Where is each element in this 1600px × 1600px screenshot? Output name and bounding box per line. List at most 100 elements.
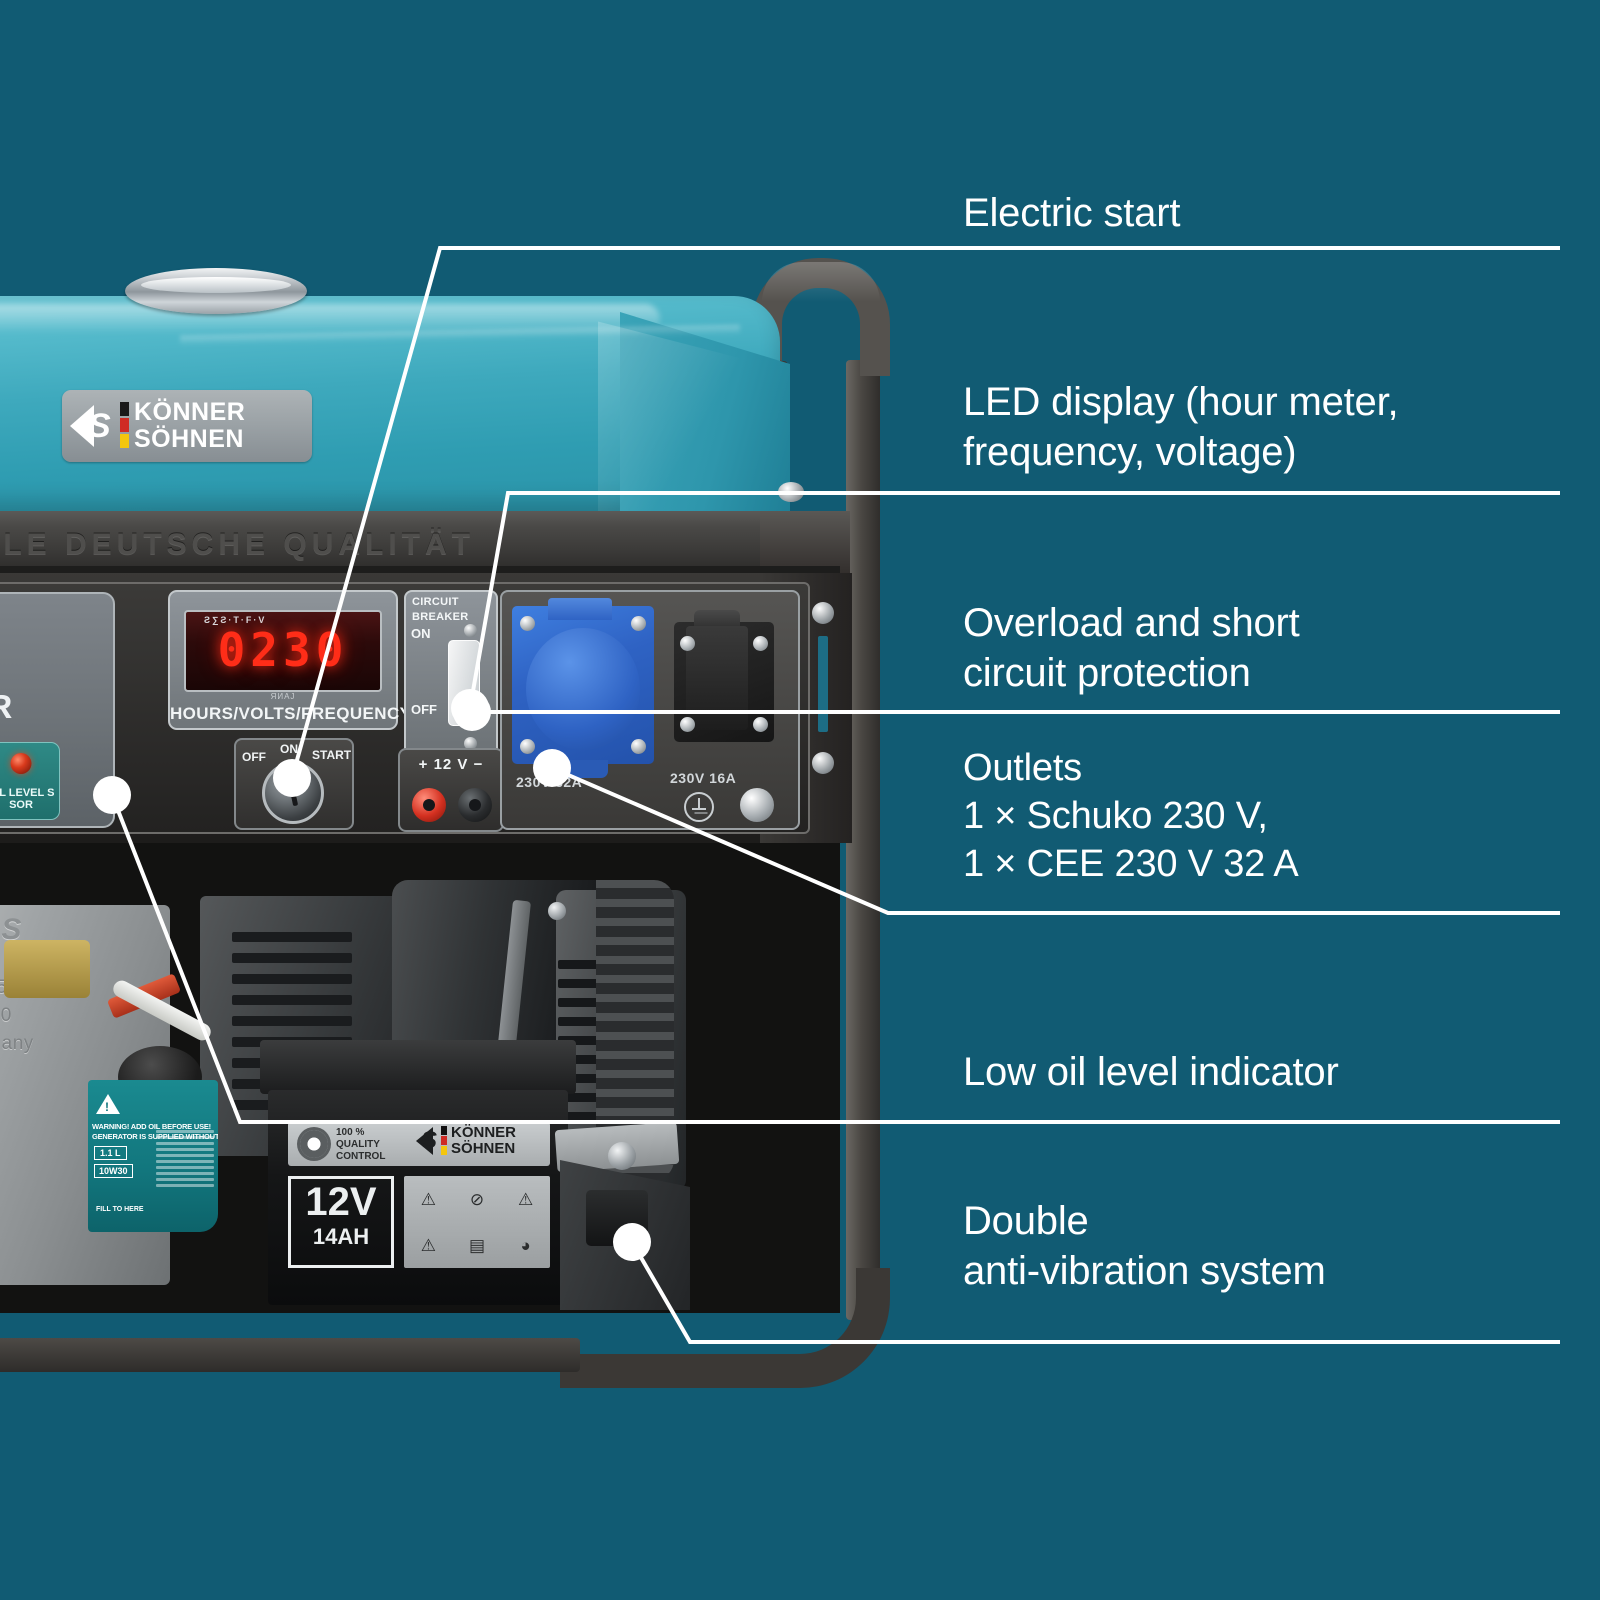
cee-socket[interactable]	[512, 598, 654, 778]
oil-warning-tag: WARNING! ADD OIL BEFORE USE! GENERATOR I…	[88, 1080, 218, 1232]
battery-rating: 12V 14AH	[288, 1176, 394, 1268]
battery-brand-line-1: KÖNNER	[451, 1124, 517, 1141]
dc-terminals-module[interactable]: + 12 V −	[398, 748, 504, 832]
brand-plate: S KÖNNER SÖHNEN	[62, 390, 312, 462]
screw-icon	[631, 739, 646, 754]
ignition-label-on: ON	[280, 742, 298, 756]
fuel-cap	[125, 268, 307, 314]
alternator-bolt	[548, 902, 566, 920]
callout-label-led-display: LED display (hour meter, frequency, volt…	[963, 380, 1399, 474]
oil-grade: 10W30	[94, 1164, 133, 1178]
oil-level-badge-text: OIL LEVEL S SOR	[0, 787, 55, 811]
oil-lamp-icon	[10, 753, 32, 774]
ground-terminal-screw[interactable]	[740, 788, 774, 822]
ignition-key-barrel[interactable]	[262, 762, 324, 824]
dc-terminal-negative[interactable]	[458, 788, 492, 822]
schuko-socket[interactable]	[674, 610, 774, 742]
eye-protection-icon: ◕	[520, 1235, 531, 1255]
screw-icon	[520, 616, 535, 631]
cee-socket-tab	[548, 598, 612, 620]
circuit-breaker-on-label: ON	[411, 626, 431, 641]
screw-icon	[631, 616, 646, 631]
screw-icon	[753, 717, 768, 732]
brand-line-2: SÖHNEN	[134, 425, 244, 453]
product-photo: S KÖNNER SÖHNEN ONELLE DEUTSCHE QUALITÄT…	[0, 0, 960, 1600]
frame-bottom-rail	[0, 1338, 580, 1372]
screw-icon	[520, 739, 535, 754]
keep-away-children-icon: ⚠	[518, 1189, 534, 1209]
screw-icon	[812, 602, 834, 624]
screw-icon	[753, 636, 768, 651]
engine-model: KS 390	[0, 1005, 13, 1026]
callout-label-overload: Overload and short circuit protection	[963, 601, 1300, 695]
screw-icon	[464, 624, 477, 637]
schuko-socket-label: 230V 16A	[670, 770, 737, 786]
tank-mount-bolt	[778, 482, 804, 502]
screw-icon	[812, 752, 834, 774]
brand-line-1: KÖNNER	[134, 398, 246, 426]
battery-brand-logo: S KÖNNER SÖHNEN	[416, 1125, 516, 1157]
battery-safety-icons: ⚠ ⊘ ⚠ ⚠ ▤ ◕	[404, 1176, 550, 1268]
circuit-breaker-label-1: CIRCUIT	[412, 596, 459, 608]
circuit-breaker-off-label: OFF	[411, 702, 437, 717]
battery-quality-text: 100 % QUALITY CONTROL	[336, 1127, 386, 1162]
read-manual-icon: ▤	[468, 1235, 486, 1255]
earth-ground-icon	[684, 792, 714, 822]
screw-icon	[680, 636, 695, 651]
dc-terminal-positive[interactable]	[412, 788, 446, 822]
no-flame-icon: ⊘	[469, 1189, 485, 1209]
oil-warning-line-1: WARNING! ADD OIL BEFORE USE!	[92, 1122, 211, 1131]
circuit-breaker-module[interactable]: CIRCUIT BREAKER ON OFF	[404, 590, 498, 765]
screw-icon	[680, 717, 695, 732]
callout-label-low-oil: Low oil level indicator	[963, 1050, 1339, 1094]
ignition-label-off: OFF	[242, 750, 266, 764]
led-display-module: Ƨ∑Ƨ·T·F·V 0230 ЯИAJ HOURS/VOLTS/FREQUENC…	[168, 590, 412, 730]
schuko-socket-lid[interactable]	[686, 626, 748, 730]
battery-top-cover	[260, 1040, 576, 1094]
led-bottom-legend: ЯИAJ	[270, 692, 296, 701]
battery-capacity: 14AH	[312, 1224, 370, 1249]
ignition-switch-module[interactable]: OFF ON START	[234, 738, 354, 830]
ignition-label-start: START	[312, 748, 352, 762]
battery-quality-label: 100 % QUALITY CONTROL S KÖNNER SÖHNEN	[288, 1122, 550, 1166]
led-display-value: 0230	[217, 622, 349, 677]
engine-ks-mark: K&S	[0, 913, 22, 946]
oil-level-badge: OIL LEVEL S SOR	[0, 742, 60, 820]
led-display-caption: HOURS/VOLTS/FREQUENCY	[170, 704, 412, 723]
anti-vibration-pad	[586, 1190, 648, 1246]
cee-socket-lid[interactable]	[526, 628, 640, 750]
frame-foot-curve	[560, 1268, 890, 1388]
led-top-legend: Ƨ∑Ƨ·T·F·V	[204, 615, 267, 625]
carry-handle-highlight	[762, 262, 880, 302]
callout-label-outlets: Outlets 1 × Schuko 230 V, 1 × CEE 230 V …	[963, 747, 1299, 885]
engine-origin: &S,Germany	[0, 1033, 34, 1054]
callout-label-electric-start: Electric start	[963, 191, 1181, 235]
brand-wordmark: KÖNNER SÖHNEN	[134, 399, 245, 453]
led-display-window: Ƨ∑Ƨ·T·F·V 0230	[184, 610, 382, 692]
oil-tag-fineprint	[156, 1130, 214, 1190]
explosion-icon: ⚠	[420, 1235, 436, 1255]
model-subtitle: RATOR	[0, 688, 13, 726]
oil-fill-note: FILL TO HERE	[96, 1206, 144, 1213]
engine-brass-fitting	[4, 940, 90, 998]
frame-emboss-text: ONELLE DEUTSCHE QUALITÄT	[0, 528, 475, 561]
oil-warning-line-2: GENERATOR IS SUPPLIED WITHOUT OIL!	[92, 1132, 218, 1141]
circuit-breaker-label-2: BREAKER	[412, 611, 469, 623]
model-plate: OE RATOR ⚷ ECTRIC TART OIL LEVEL S SOR	[0, 592, 115, 828]
sockets-module: 230V 32A 230V 16A	[500, 590, 800, 830]
frame-rail: ONELLE DEUTSCHE QUALITÄT	[0, 511, 840, 573]
circuit-breaker-toggle[interactable]	[448, 640, 480, 726]
anti-vibration-bolt	[608, 1142, 636, 1170]
oil-volume: 1.1 L	[94, 1146, 127, 1160]
german-flag-icon	[441, 1126, 448, 1156]
frame-rail-right	[760, 511, 850, 573]
battery-voltage: 12V	[305, 1180, 377, 1224]
dc-terminals-label: + 12 V −	[418, 756, 484, 773]
warning-triangle-icon	[96, 1094, 120, 1114]
gear-icon	[300, 1130, 328, 1158]
cee-socket-label: 230V 32A	[516, 774, 583, 790]
frame-teal-accent	[818, 636, 828, 732]
warning-triangle-icon: ⚠	[420, 1189, 436, 1209]
konner-sohnen-logo-icon: S	[70, 401, 118, 451]
